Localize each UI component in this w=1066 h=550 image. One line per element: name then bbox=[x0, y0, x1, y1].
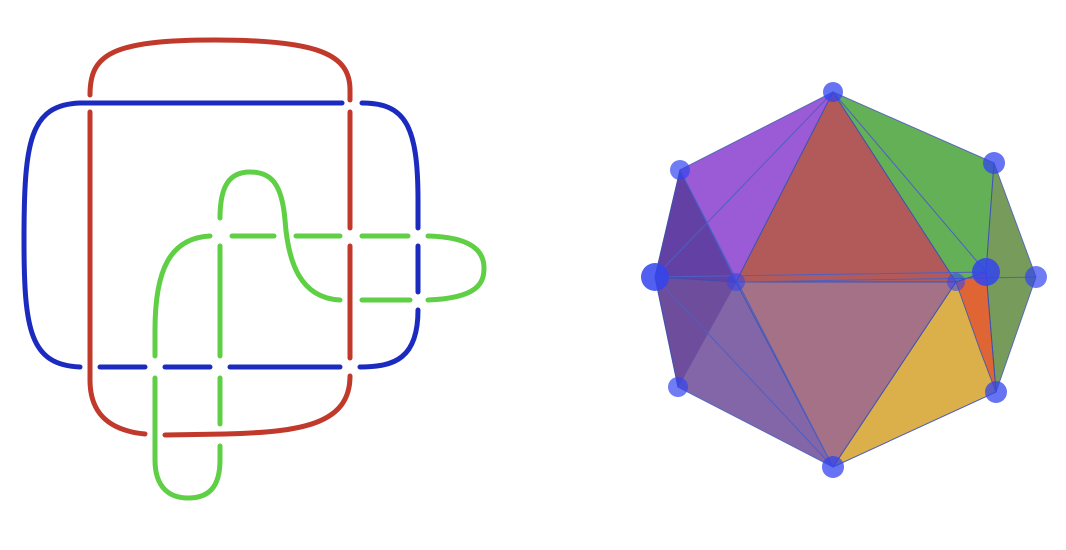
red-strand bbox=[87, 37, 353, 103]
green-strand bbox=[152, 375, 223, 501]
polyhedron bbox=[641, 82, 1047, 478]
blue-strand bbox=[21, 100, 83, 370]
edge bbox=[679, 169, 834, 468]
blue-component bbox=[21, 100, 421, 370]
green-strand bbox=[217, 169, 343, 303]
vertex-inner-right bbox=[947, 273, 965, 291]
red-component bbox=[87, 37, 353, 438]
vertex-lower-right bbox=[985, 381, 1007, 403]
vertex-bottom bbox=[822, 456, 844, 478]
blue-strand bbox=[357, 307, 421, 370]
vertex-lower-left bbox=[668, 377, 688, 397]
blue-strand bbox=[359, 100, 421, 231]
edge bbox=[654, 271, 987, 278]
link-diagram bbox=[21, 37, 487, 501]
green-strand bbox=[152, 233, 213, 359]
vertex-left bbox=[641, 263, 669, 291]
vertex-top bbox=[823, 82, 843, 102]
vertex-right bbox=[1025, 266, 1047, 288]
vertex-inner-left bbox=[727, 273, 745, 291]
edge bbox=[654, 91, 834, 278]
polyhedron-vertices bbox=[641, 82, 1047, 478]
red-strand bbox=[162, 373, 353, 438]
vertex-upper-right bbox=[983, 152, 1005, 174]
vertex-right-front bbox=[972, 258, 1000, 286]
edge bbox=[654, 276, 834, 468]
green-strand bbox=[425, 233, 487, 303]
edge bbox=[832, 91, 987, 273]
green-component bbox=[152, 169, 487, 501]
vertex-upper-left bbox=[670, 160, 690, 180]
red-strand bbox=[87, 109, 148, 437]
face-mauve-bottom bbox=[735, 281, 957, 468]
